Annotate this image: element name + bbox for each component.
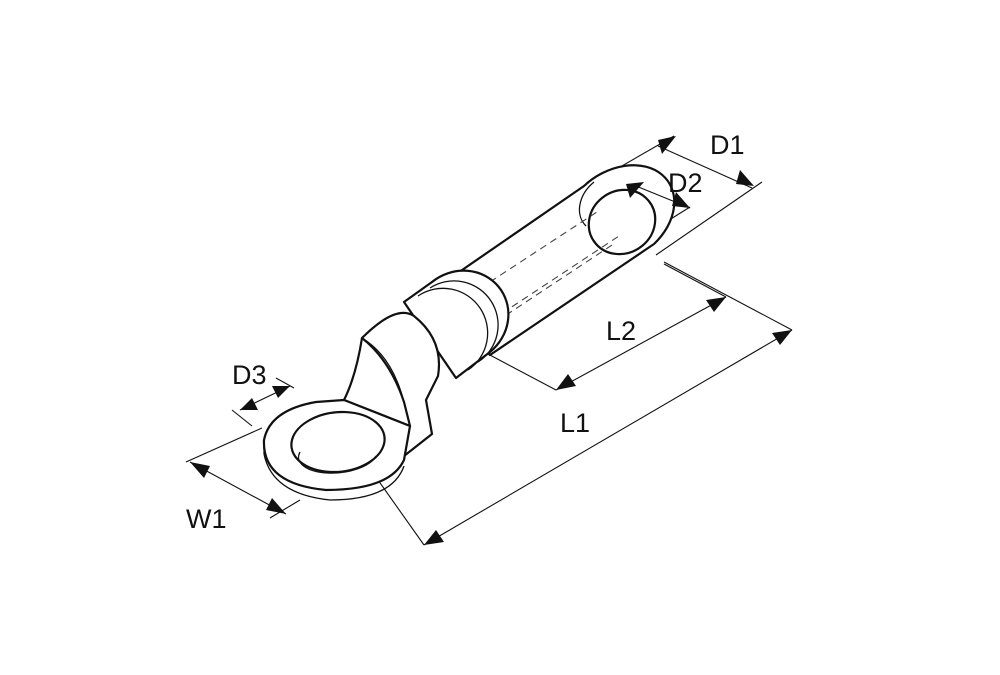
barrel-bore xyxy=(587,188,657,256)
label-d2: D2 xyxy=(668,168,703,198)
dimension-l1 xyxy=(423,329,793,546)
dimension-d1 xyxy=(657,136,754,189)
dimension-d3 xyxy=(239,385,291,411)
dimension-d2 xyxy=(626,182,691,209)
label-l2: L2 xyxy=(606,316,636,346)
elbow xyxy=(342,311,440,458)
ring-hole xyxy=(290,410,386,474)
label-d3: D3 xyxy=(232,360,267,390)
label-d1: D1 xyxy=(710,130,745,160)
label-w1: W1 xyxy=(186,504,227,534)
dimension-w1 xyxy=(189,461,287,515)
dimension-l2 xyxy=(555,296,727,391)
ring-tongue xyxy=(262,398,412,501)
label-l1: L1 xyxy=(560,408,590,438)
collar xyxy=(402,269,510,380)
